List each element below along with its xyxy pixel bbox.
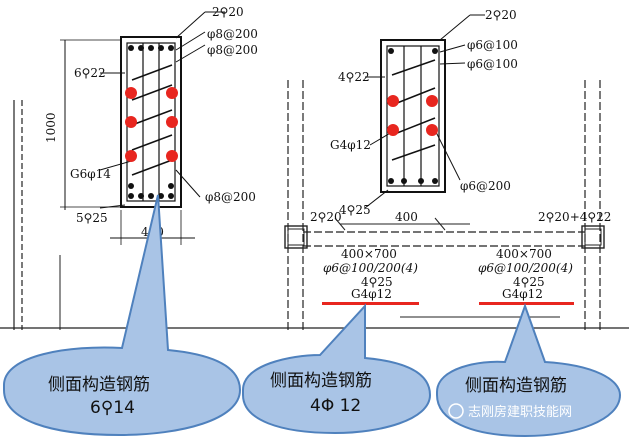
side-rebar: [166, 116, 178, 128]
side-rebar: [387, 95, 399, 107]
plan-dim-400: 400: [395, 210, 418, 224]
left-top-bars: [128, 45, 174, 199]
callout-3-title: 侧面构造钢筋: [465, 376, 567, 396]
right-side-label: G4φ12: [330, 138, 371, 152]
highlight-underline-2: [479, 302, 574, 305]
left-top-bar-label: 2⚲20: [212, 5, 244, 19]
callout-1: 侧面构造钢筋 6⚲14: [3, 194, 242, 437]
side-rebar: [426, 124, 438, 136]
callout-2: 侧面构造钢筋 4Φ 12: [242, 303, 432, 435]
highlight-underline-1: [322, 302, 419, 305]
side-rebar: [166, 150, 178, 162]
right-side-rebars: [387, 95, 438, 136]
right-side-bars-label: 4⚲22: [338, 70, 370, 84]
watermark-text: 志刚房建职技能网: [468, 404, 572, 420]
plan-left-corner-label: 2⚲20: [310, 210, 342, 224]
side-rebar: [166, 87, 178, 99]
right-bottom-bars-label: 4⚲25: [339, 203, 371, 217]
side-rebar: [387, 124, 399, 136]
svg-text:400×700: 400×700: [341, 247, 397, 261]
side-rebar: [125, 116, 137, 128]
svg-text:G4φ12: G4φ12: [502, 287, 543, 301]
side-rebar: [125, 87, 137, 99]
beam-annotation-2: 400×700 φ6@100/200(4) 4⚲25 G4φ12: [478, 247, 573, 301]
side-rebar: [426, 95, 438, 107]
left-side-label: G6φ14: [70, 167, 111, 181]
right-beam-section: [364, 14, 485, 209]
right-stirrup-label-2: φ6@100: [467, 57, 518, 71]
wechat-icon: [448, 403, 464, 419]
right-stirrup-label-1: φ6@100: [467, 38, 518, 52]
left-stirrup-label-2: φ8@200: [207, 43, 258, 57]
callout-2-title: 侧面构造钢筋: [270, 371, 372, 391]
svg-text:φ6@100/200(4): φ6@100/200(4): [478, 261, 573, 275]
left-side-bars-label: 6⚲22: [74, 66, 106, 80]
right-stirrup-label-3: φ6@200: [460, 179, 511, 193]
svg-text:4⚲25: 4⚲25: [513, 275, 545, 289]
beam-annotation-1: 400×700 φ6@100/200(4) 4⚲25 G4φ12: [323, 247, 418, 301]
callout-3: 侧面构造钢筋: [436, 303, 622, 438]
right-top-bars: [388, 48, 438, 184]
watermark: 志刚房建职技能网: [448, 403, 572, 420]
left-stirrup-label-3: φ8@200: [205, 190, 256, 204]
left-side-rebars: [125, 87, 178, 162]
svg-text:400×700: 400×700: [496, 247, 552, 261]
svg-text:G4φ12: G4φ12: [351, 287, 392, 301]
svg-text:φ6@100/200(4): φ6@100/200(4): [323, 261, 418, 275]
plan-right-corner-label: 2⚲20+4⚲22: [538, 210, 611, 224]
callout-1-value: 6⚲14: [90, 398, 135, 418]
left-stirrup-label-1: φ8@200: [207, 27, 258, 41]
right-top-bar-label: 2⚲20: [485, 8, 517, 22]
side-rebar: [125, 150, 137, 162]
left-height-dim: 1000: [44, 112, 58, 143]
callout-1-title: 侧面构造钢筋: [48, 375, 150, 395]
callout-2-value: 4Φ 12: [310, 396, 361, 416]
svg-text:4⚲25: 4⚲25: [361, 275, 393, 289]
left-bottom-bars-label: 5⚲25: [76, 211, 108, 225]
